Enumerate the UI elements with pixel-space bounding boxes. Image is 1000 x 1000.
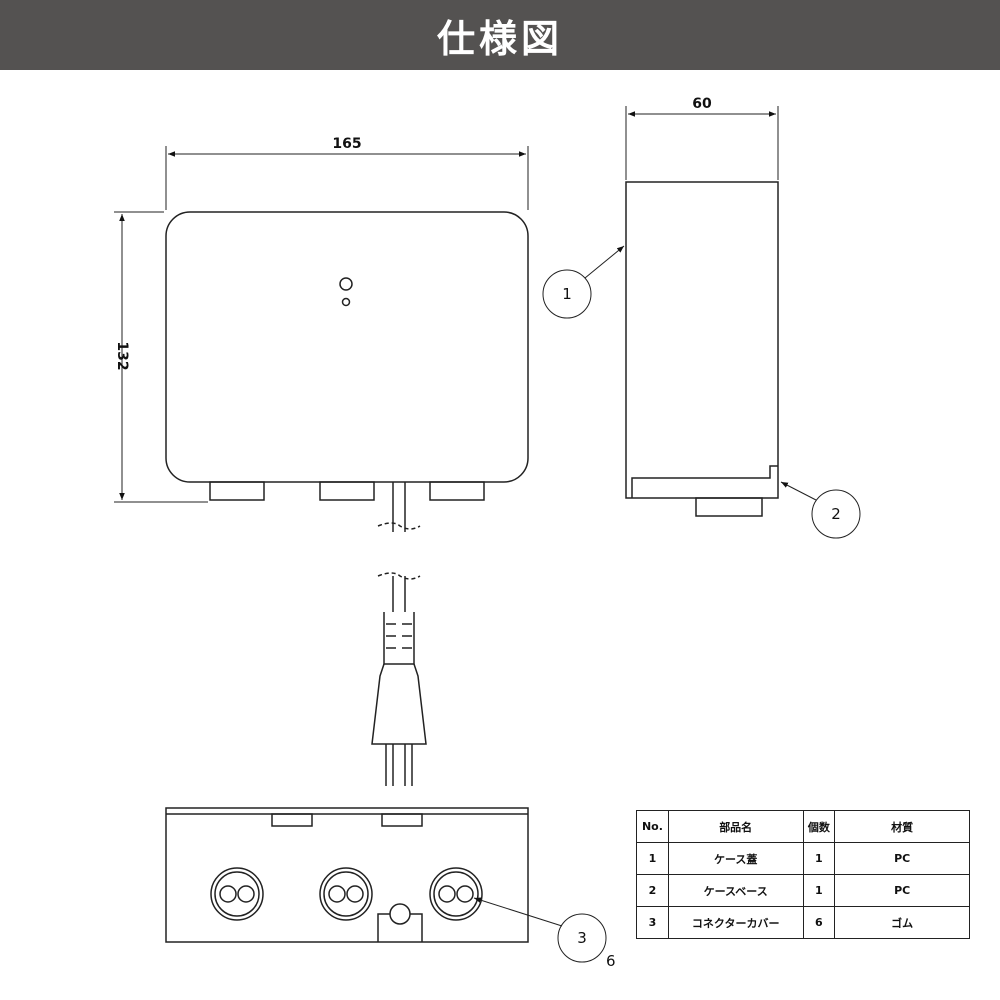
dimension-height bbox=[114, 211, 208, 503]
table-row: 3 コネクターカバー 6 ゴム bbox=[636, 906, 970, 939]
led-indicator bbox=[339, 277, 353, 291]
parts-table-header: No. 部品名 個数 材質 bbox=[636, 810, 970, 843]
cell-name: ケース蓋 bbox=[667, 842, 804, 875]
callout-2 bbox=[780, 481, 861, 539]
col-header-material: 材質 bbox=[834, 810, 970, 843]
dimension-width bbox=[165, 146, 529, 210]
dimension-depth-label: 60 bbox=[692, 96, 712, 112]
bottom-note: 6 bbox=[606, 952, 616, 970]
page-title: 仕様図 bbox=[436, 16, 563, 61]
connector-center bbox=[319, 481, 375, 501]
header-bar: 仕様図 bbox=[0, 0, 1000, 70]
cell-no: 2 bbox=[636, 874, 669, 907]
col-header-name: 部品名 bbox=[667, 810, 804, 843]
cell-material: PC bbox=[834, 842, 970, 875]
cord-exit bbox=[389, 903, 411, 925]
table-row: 1 ケース蓋 1 PC bbox=[636, 842, 970, 875]
callout-1-label: 1 bbox=[562, 285, 572, 303]
table-row: 2 ケースベース 1 PC bbox=[636, 874, 970, 907]
bottom-view bbox=[165, 807, 529, 943]
cell-no: 1 bbox=[636, 842, 669, 875]
cell-material: ゴム bbox=[834, 906, 970, 939]
connector-port-left bbox=[210, 867, 264, 921]
cell-qty: 6 bbox=[802, 906, 836, 939]
callout-3 bbox=[473, 897, 607, 963]
parts-table: No. 部品名 個数 材質 1 ケース蓋 1 PC 2 ケースベース 1 PC … bbox=[636, 810, 970, 939]
side-case-body bbox=[625, 181, 779, 499]
bottom-clip-left bbox=[271, 813, 313, 827]
callout-3-label: 3 bbox=[577, 929, 587, 947]
front-case-body bbox=[165, 211, 529, 483]
side-view bbox=[625, 181, 779, 517]
dimension-height-label: 132 bbox=[114, 341, 130, 370]
bottom-clip-right bbox=[381, 813, 423, 827]
connector-port-right bbox=[429, 867, 483, 921]
led-indicator-small bbox=[341, 297, 351, 307]
callout-2-label: 2 bbox=[831, 505, 841, 523]
power-plug bbox=[371, 612, 427, 786]
connector-left bbox=[209, 481, 265, 501]
connector-right bbox=[429, 481, 485, 501]
side-case-base bbox=[631, 465, 778, 498]
col-header-qty: 個数 bbox=[802, 810, 836, 843]
connector-port-center bbox=[319, 867, 373, 921]
cell-qty: 1 bbox=[802, 874, 836, 907]
cell-qty: 1 bbox=[802, 842, 836, 875]
cell-name: ケースベース bbox=[667, 874, 804, 907]
dimension-width-label: 165 bbox=[332, 136, 361, 152]
cell-name: コネクターカバー bbox=[667, 906, 804, 939]
power-cord bbox=[377, 482, 421, 612]
front-view bbox=[165, 211, 529, 786]
side-connector bbox=[695, 497, 763, 517]
bottom-case-body bbox=[165, 807, 529, 943]
callout-1 bbox=[542, 245, 625, 319]
col-header-no: No. bbox=[636, 810, 669, 843]
cell-no: 3 bbox=[636, 906, 669, 939]
cell-material: PC bbox=[834, 874, 970, 907]
dimension-depth bbox=[625, 106, 779, 180]
